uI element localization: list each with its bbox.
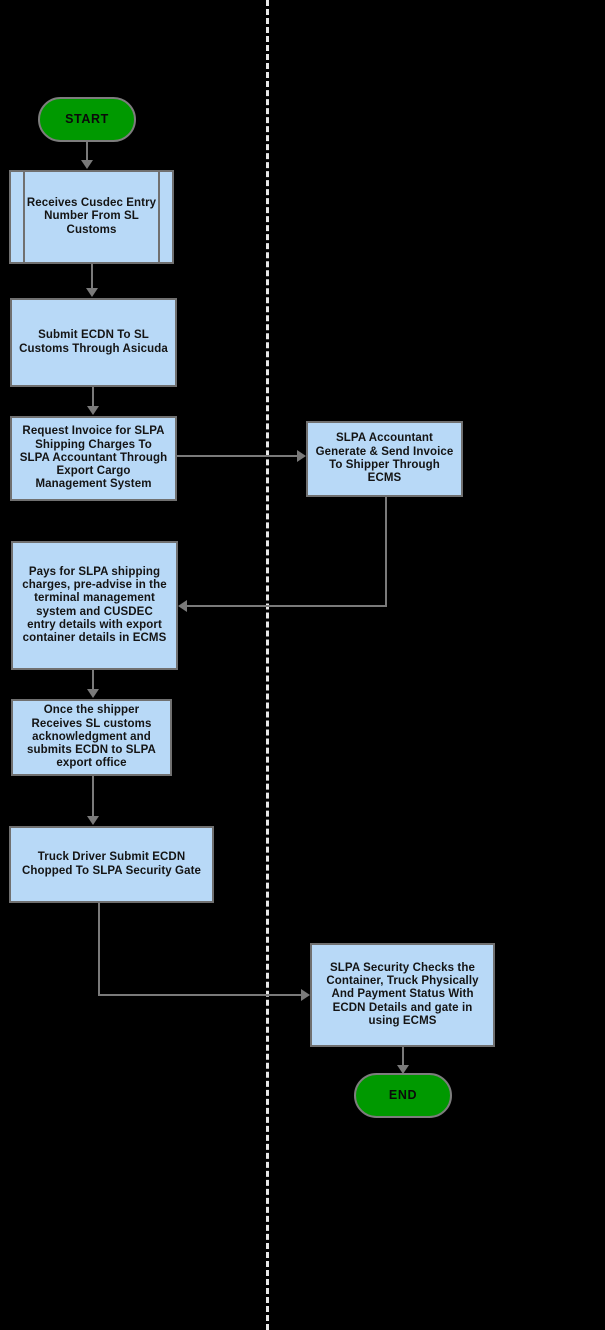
node-truck-driver-submit-ecdn-label: Truck Driver Submit ECDN Chopped To SLPA… xyxy=(21,851,202,877)
node-accountant-generate-invoice-label: SLPA Accountant Generate & Send Invoice … xyxy=(315,432,454,485)
connector-truck-driver-to-security xyxy=(98,994,302,996)
connector-security-to-end xyxy=(402,1047,404,1066)
connector-pays-to-receives-ack xyxy=(92,670,94,690)
node-receives-acknowledgment-label: Once the shipper Receives SL customs ack… xyxy=(27,704,156,770)
connector-receives-ack-to-truck-driver xyxy=(92,776,94,817)
arrowhead-end xyxy=(397,1065,409,1074)
arrowhead-accountant-invoice xyxy=(297,450,306,462)
arrowhead-receive-cusdec xyxy=(81,160,93,169)
arrowhead-security-checks xyxy=(301,989,310,1001)
node-request-invoice[interactable]: Request Invoice for SLPA Shipping Charge… xyxy=(10,416,177,501)
connector-request-invoice-to-accountant xyxy=(177,455,298,457)
arrowhead-receives-ack xyxy=(87,689,99,698)
arrowhead-truck-driver xyxy=(87,816,99,825)
connector-accountant-down xyxy=(385,497,387,607)
connector-receive-cusdec-to-submit-ecdn xyxy=(91,264,93,289)
node-submit-ecdn[interactable]: Submit ECDN To SL Customs Through Asicud… xyxy=(10,298,177,387)
node-accountant-generate-invoice[interactable]: SLPA Accountant Generate & Send Invoice … xyxy=(306,421,463,497)
arrowhead-submit-ecdn xyxy=(86,288,98,297)
node-receives-cusdec-entry[interactable]: Receives Cusdec Entry Number From SL Cus… xyxy=(9,170,174,264)
node-start-label: START xyxy=(65,112,109,127)
node-pays-slpa-charges[interactable]: Pays for SLPA shipping charges, pre-advi… xyxy=(11,541,178,670)
node-submit-ecdn-label: Submit ECDN To SL Customs Through Asicud… xyxy=(19,329,168,355)
node-truck-driver-submit-ecdn[interactable]: Truck Driver Submit ECDN Chopped To SLPA… xyxy=(9,826,214,903)
arrowhead-pays-charges xyxy=(178,600,187,612)
arrowhead-request-invoice xyxy=(87,406,99,415)
connector-start-to-receive-cusdec xyxy=(86,141,88,162)
node-request-invoice-label: Request Invoice for SLPA Shipping Charge… xyxy=(19,425,168,491)
node-slpa-security-checks-label: SLPA Security Checks the Container, Truc… xyxy=(326,961,479,1027)
swimlane-divider xyxy=(266,0,269,1330)
connector-accountant-to-pays xyxy=(187,605,387,607)
connector-submit-ecdn-to-request-invoice xyxy=(92,387,94,407)
connector-truck-driver-down xyxy=(98,903,100,996)
node-receives-cusdec-entry-label: Receives Cusdec Entry Number From SL Cus… xyxy=(26,197,157,236)
node-slpa-security-checks[interactable]: SLPA Security Checks the Container, Truc… xyxy=(310,943,495,1047)
node-pays-slpa-charges-label: Pays for SLPA shipping charges, pre-advi… xyxy=(22,565,167,645)
node-receives-acknowledgment[interactable]: Once the shipper Receives SL customs ack… xyxy=(11,699,172,776)
node-end[interactable]: END xyxy=(354,1073,452,1118)
node-end-label: END xyxy=(388,1088,418,1103)
node-start[interactable]: START xyxy=(38,97,136,142)
